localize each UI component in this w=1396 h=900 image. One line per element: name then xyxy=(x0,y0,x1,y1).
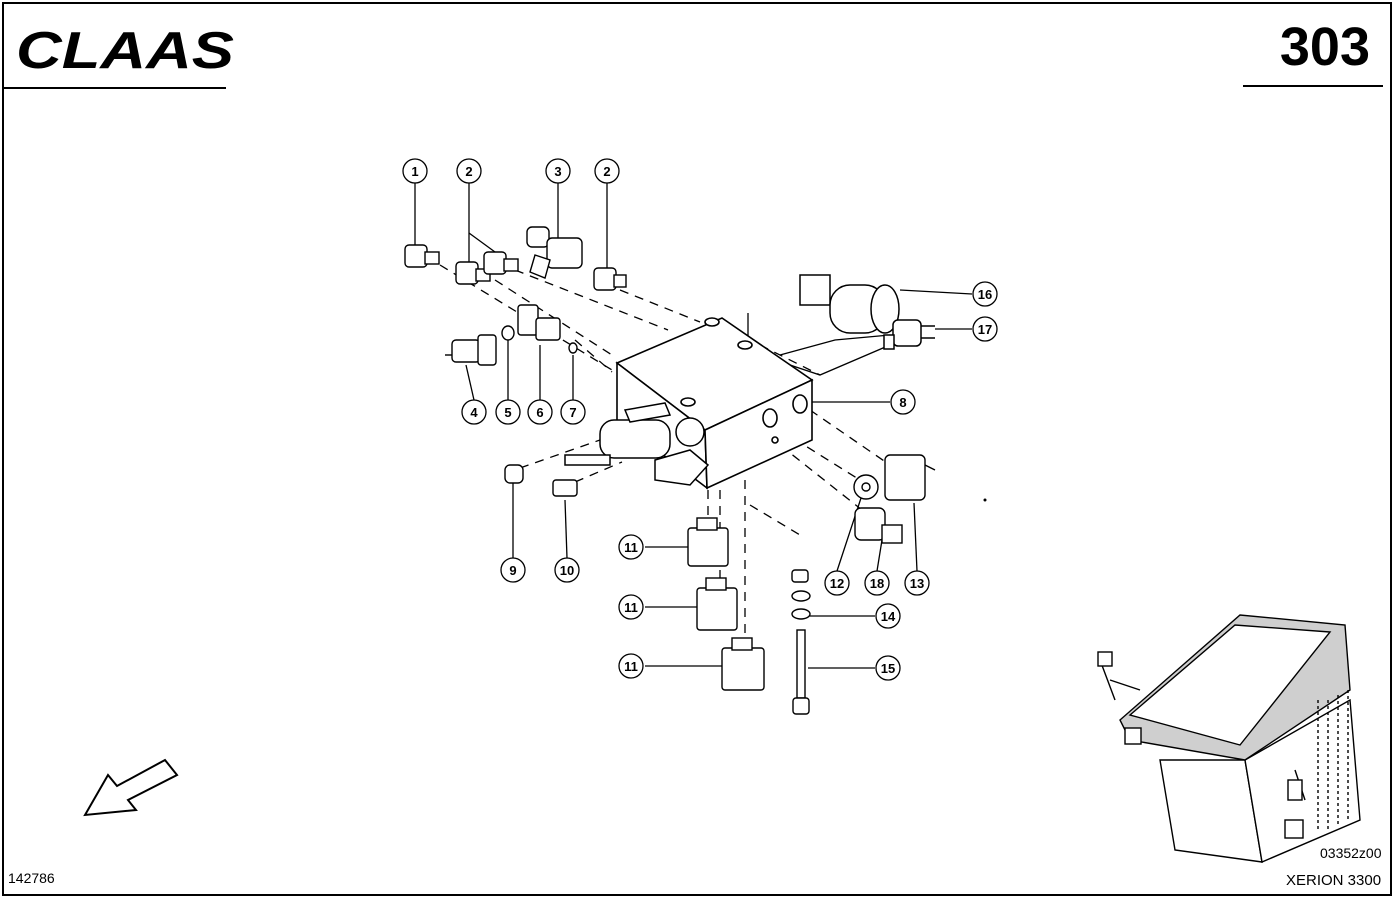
callout-4: 4 xyxy=(461,399,487,425)
callout-9: 9 xyxy=(500,557,526,583)
svg-text:17: 17 xyxy=(978,322,992,337)
svg-text:14: 14 xyxy=(881,609,896,624)
callout-7: 7 xyxy=(560,399,586,425)
claas-logo: CLAAS xyxy=(16,24,234,74)
callout-13: 13 xyxy=(904,570,930,596)
svg-text:9: 9 xyxy=(509,563,516,578)
svg-text:7: 7 xyxy=(569,405,576,420)
bolt-and-washers xyxy=(791,569,811,715)
fittings-11 xyxy=(687,517,765,691)
plugs-left xyxy=(504,464,578,497)
svg-text:18: 18 xyxy=(870,576,884,591)
svg-text:11: 11 xyxy=(624,600,638,615)
brand-logo-text: CLAAS xyxy=(16,24,234,74)
callout-6: 6 xyxy=(527,399,553,425)
callout-11b: 11 xyxy=(618,594,644,620)
callout-1: 1 xyxy=(402,158,428,184)
page-number: 303 xyxy=(1279,17,1370,77)
svg-text:12: 12 xyxy=(830,576,844,591)
svg-text:8: 8 xyxy=(899,395,906,410)
callout-2a: 2 xyxy=(456,158,482,184)
callout-12: 12 xyxy=(824,570,850,596)
svg-text:1: 1 xyxy=(411,164,418,179)
svg-text:15: 15 xyxy=(881,661,895,676)
callout-16: 16 xyxy=(972,281,998,307)
model-label: XERION 3300 xyxy=(1286,872,1382,889)
svg-text:6: 6 xyxy=(536,405,543,420)
callout-2b: 2 xyxy=(594,158,620,184)
svg-text:10: 10 xyxy=(560,563,574,578)
drawing-id: 03352z00 xyxy=(1320,845,1382,861)
fittings-left xyxy=(445,304,578,366)
machine-locator-icon xyxy=(1097,614,1361,863)
coil-and-sensor xyxy=(799,274,935,350)
fittings-right xyxy=(853,454,936,544)
svg-text:2: 2 xyxy=(603,164,610,179)
svg-text:11: 11 xyxy=(624,659,638,674)
svg-text:11: 11 xyxy=(624,540,638,555)
callout-3: 3 xyxy=(545,158,571,184)
callouts: 1 2 3 2 4 5 6 7 16 17 8 9 10 11 11 11 12… xyxy=(402,158,998,681)
callout-11c: 11 xyxy=(618,653,644,679)
header-rule-left xyxy=(4,87,226,89)
solenoid-valve xyxy=(564,402,710,486)
svg-text:3: 3 xyxy=(554,164,561,179)
callout-17: 17 xyxy=(972,316,998,342)
callout-10: 10 xyxy=(554,557,580,583)
fittings-top xyxy=(404,226,627,291)
svg-text:13: 13 xyxy=(910,576,924,591)
document-id: 142786 xyxy=(8,870,55,886)
callout-8: 8 xyxy=(890,389,916,415)
callout-14: 14 xyxy=(875,603,901,629)
callout-11a: 11 xyxy=(618,534,644,560)
svg-text:5: 5 xyxy=(504,405,511,420)
svg-text:16: 16 xyxy=(978,287,992,302)
valve-block xyxy=(615,317,814,490)
callout-15: 15 xyxy=(875,655,901,681)
header-rule-right xyxy=(1243,85,1383,87)
svg-text:4: 4 xyxy=(470,405,478,420)
svg-text:2: 2 xyxy=(465,164,472,179)
callout-5: 5 xyxy=(495,399,521,425)
direction-arrow-icon xyxy=(83,758,179,817)
callout-18: 18 xyxy=(864,570,890,596)
